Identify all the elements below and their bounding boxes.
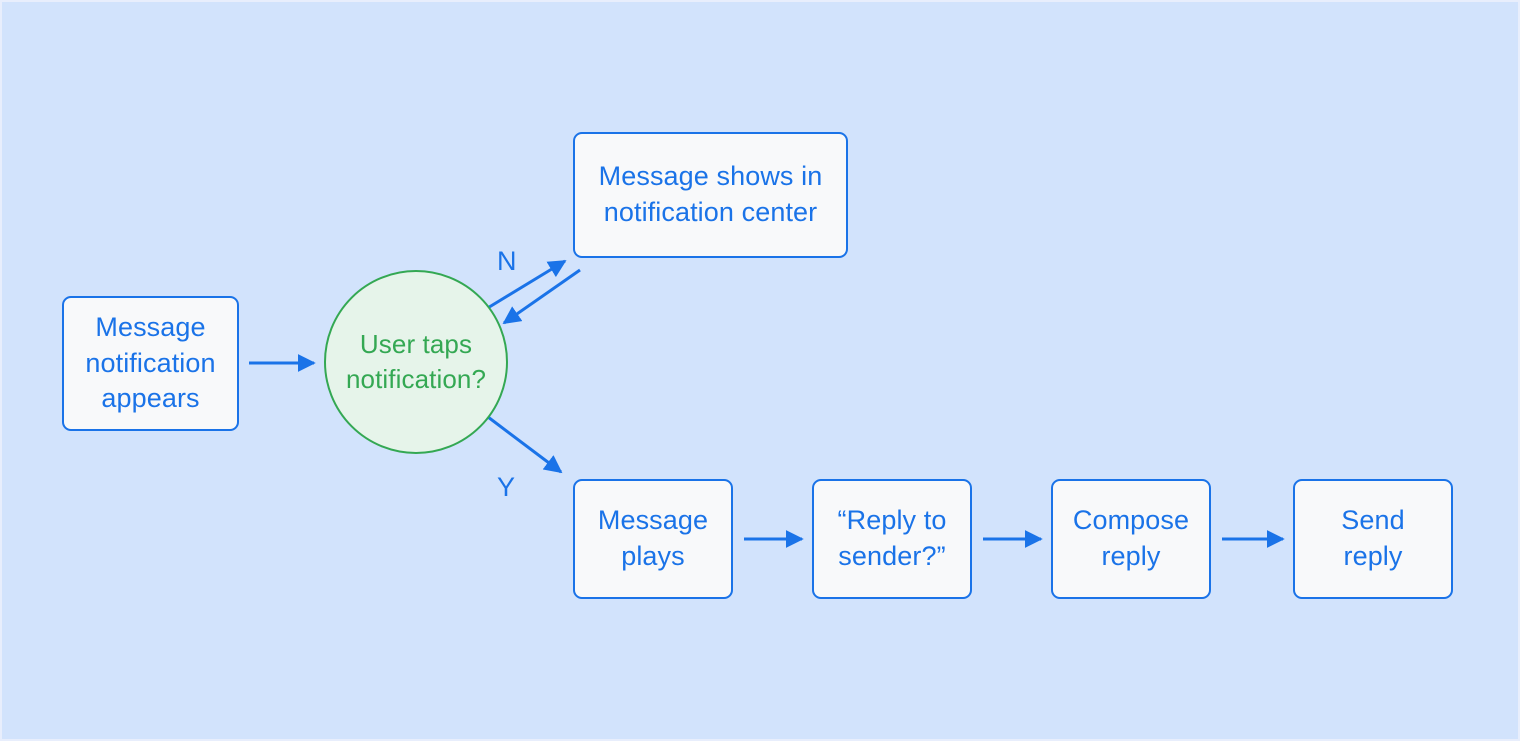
node-message-plays[interactable]: Message plays [573,479,733,599]
node-user-taps-notification[interactable]: User taps notification? [324,270,508,454]
node-message-notification-appears[interactable]: Message notification appears [62,296,239,431]
node-label: “Reply to sender?” [837,505,947,571]
node-label: Message shows in notification center [598,161,823,227]
node-label: Compose reply [1072,505,1190,571]
node-label: Message plays [597,505,709,571]
node-send-reply[interactable]: Send reply [1293,479,1453,599]
node-label: Message notification appears [85,311,216,414]
connector-notification-center-to-decision [502,268,581,325]
node-label: User taps notification? [345,329,487,394]
node-compose-reply[interactable]: Compose reply [1051,479,1211,599]
connector-decision-to-message-plays [487,415,563,474]
node-reply-to-sender[interactable]: “Reply to sender?” [812,479,972,599]
branch-label-y: Y [497,472,516,502]
branch-label-n: N [497,246,517,276]
node-label: Send reply [1341,505,1405,571]
node-message-shows-in-notification-center[interactable]: Message shows in notification center [573,132,848,258]
